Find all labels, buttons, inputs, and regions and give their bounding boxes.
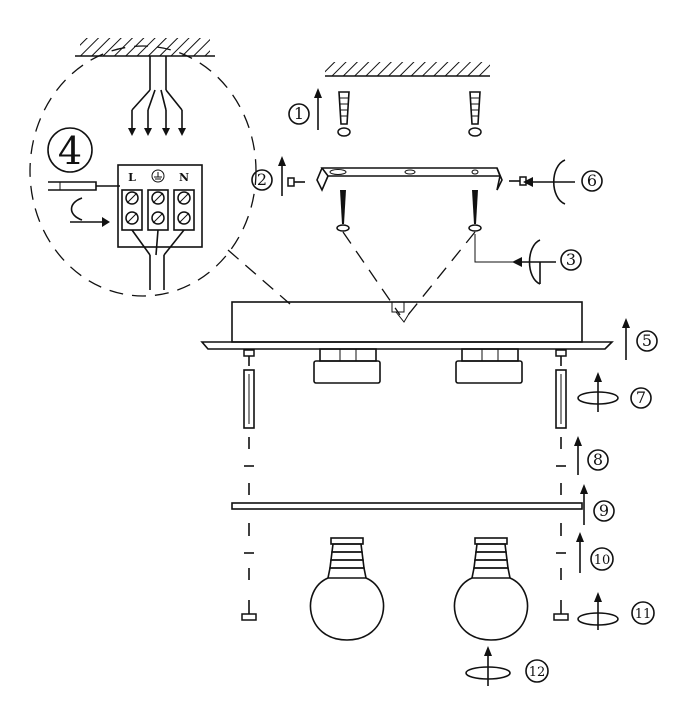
step-7-label: 7	[636, 388, 646, 407]
step-4-label: 4	[58, 129, 82, 173]
step-2-label: 2	[257, 170, 267, 189]
side-screw-left	[287, 177, 305, 187]
long-screw-right	[468, 190, 482, 232]
terminal-l-label: L	[128, 171, 136, 184]
step-11-label: 11	[635, 607, 652, 622]
step-4-marker	[47, 127, 93, 173]
step-7-marker	[577, 372, 652, 412]
wall-plug-right	[468, 91, 482, 137]
socket-right	[455, 348, 523, 384]
bulb-right	[453, 537, 529, 641]
step-1-label: 1	[294, 104, 304, 123]
mounting-bracket	[316, 167, 503, 192]
terminal-n-label: N	[179, 171, 189, 184]
standoff-left	[241, 349, 257, 621]
side-screw-right	[509, 176, 527, 186]
step-12-marker	[465, 646, 549, 686]
step-5-label: 5	[642, 331, 652, 350]
base-canopy	[200, 301, 614, 350]
wall-plug-left	[337, 91, 351, 137]
step-5-marker	[622, 318, 658, 360]
panel-plate	[231, 502, 583, 510]
step-8-marker	[574, 436, 609, 475]
step-3-label: 3	[566, 250, 576, 269]
step-9-label: 9	[599, 501, 609, 520]
step-11-marker	[577, 592, 655, 630]
step-10-label: 10	[594, 553, 611, 568]
step-6-label: 6	[587, 171, 597, 190]
ceiling	[325, 62, 490, 77]
step-10-marker	[576, 532, 614, 573]
step-8-label: 8	[593, 450, 603, 469]
step-12-label: 12	[529, 665, 546, 680]
step-3-marker	[512, 239, 582, 285]
socket-left	[313, 348, 381, 384]
step-1-marker	[288, 88, 322, 130]
step-9-marker	[580, 484, 615, 525]
standoff-right	[553, 349, 569, 621]
bulb-left	[309, 537, 385, 641]
step-6-marker	[523, 159, 603, 205]
step-2-marker	[251, 156, 286, 196]
wiring-detail	[29, 38, 291, 305]
long-screw-left	[336, 190, 350, 232]
